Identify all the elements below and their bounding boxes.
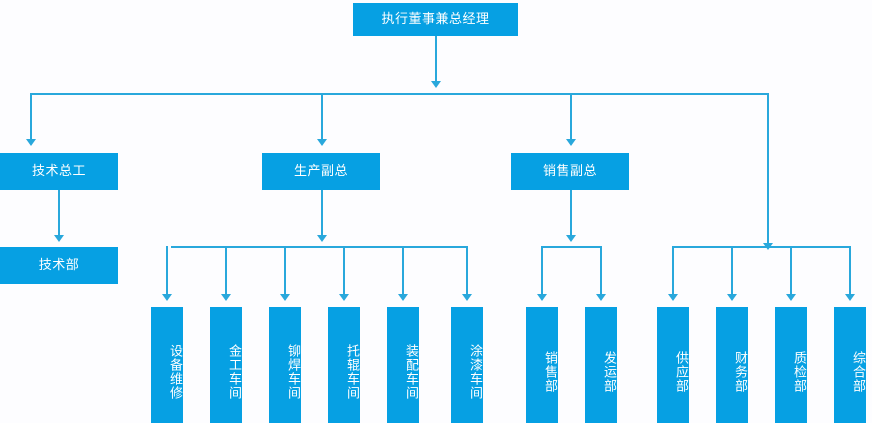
node-shipping-department[interactable]: 发运部 xyxy=(585,307,617,423)
arrow-to-finance-department xyxy=(727,294,737,301)
connector-drop-equipment xyxy=(166,246,168,296)
connector-production-stem xyxy=(321,190,323,237)
arrow-to-general-affairs-department xyxy=(845,294,855,301)
arrow-to-shipping-department xyxy=(596,294,606,301)
arrow-to-equipment-maintenance xyxy=(162,294,172,301)
connector-drop-assembly xyxy=(402,246,404,296)
connector-drop-shipping-dept xyxy=(600,246,602,296)
node-equipment-maintenance[interactable]: 设备维修 xyxy=(151,307,183,423)
arrow-to-painting-shop xyxy=(462,294,472,301)
connector-drop-riveting xyxy=(284,246,286,296)
arrow-sales-to-bus xyxy=(566,235,576,242)
arrow-to-roller-shop xyxy=(339,294,349,301)
connector-sales-bus xyxy=(541,246,602,248)
connector-drop-quality xyxy=(790,246,792,296)
node-painting-shop[interactable]: 涂漆车间 xyxy=(451,307,483,423)
node-supply-department[interactable]: 供应部 xyxy=(657,307,689,423)
arrow-root-to-bus xyxy=(431,81,441,88)
arrow-to-metalwork-shop xyxy=(221,294,231,301)
node-roller-shop[interactable]: 托辊车间 xyxy=(328,307,360,423)
connector-drop-tech xyxy=(30,93,32,141)
node-sales-department[interactable]: 销售部 xyxy=(526,307,558,423)
connector-admin-bus xyxy=(672,246,851,248)
node-technical-chief[interactable]: 技术总工 xyxy=(0,153,118,190)
connector-drop-supply xyxy=(672,246,674,296)
connector-drop-general-affairs xyxy=(849,246,851,296)
arrow-to-quality-department xyxy=(786,294,796,301)
connector-sales-stem xyxy=(570,190,572,237)
connector-tech-to-dept xyxy=(58,190,60,237)
node-metalwork-shop[interactable]: 金工车间 xyxy=(210,307,242,423)
node-finance-department[interactable]: 财务部 xyxy=(716,307,748,423)
connector-main-bus xyxy=(30,93,769,95)
arrow-to-riveting-shop xyxy=(280,294,290,301)
node-general-affairs-department[interactable]: 综合部 xyxy=(834,307,866,423)
connector-drop-roller xyxy=(343,246,345,296)
arrow-to-assembly-shop xyxy=(398,294,408,301)
arrow-to-tech-chief xyxy=(26,139,36,146)
node-production-vp[interactable]: 生产副总 xyxy=(262,153,380,190)
arrow-to-supply-department xyxy=(668,294,678,301)
connector-drop-sales-dept xyxy=(541,246,543,296)
connector-drop-metalwork xyxy=(225,246,227,296)
connector-root-stem xyxy=(435,36,437,83)
arrow-to-production-vp xyxy=(317,139,327,146)
arrow-to-sales-vp xyxy=(566,139,576,146)
node-assembly-shop[interactable]: 装配车间 xyxy=(387,307,419,423)
arrow-to-sales-department xyxy=(537,294,547,301)
arrow-production-to-bus xyxy=(317,235,327,242)
arrow-to-tech-dept xyxy=(54,235,64,242)
connector-drop-sales xyxy=(570,93,572,141)
node-sales-vp[interactable]: 销售副总 xyxy=(511,153,629,190)
connector-drop-painting xyxy=(466,246,468,296)
node-tech-department[interactable]: 技术部 xyxy=(0,247,118,284)
connector-drop-finance xyxy=(731,246,733,296)
node-executive-director[interactable]: 执行董事兼总经理 xyxy=(353,3,518,36)
connector-drop-admin xyxy=(767,93,769,245)
node-quality-inspection-department[interactable]: 质检部 xyxy=(775,307,807,423)
node-riveting-welding-shop[interactable]: 铆焊车间 xyxy=(269,307,301,423)
connector-drop-production xyxy=(321,93,323,141)
connector-production-bus xyxy=(171,246,468,248)
